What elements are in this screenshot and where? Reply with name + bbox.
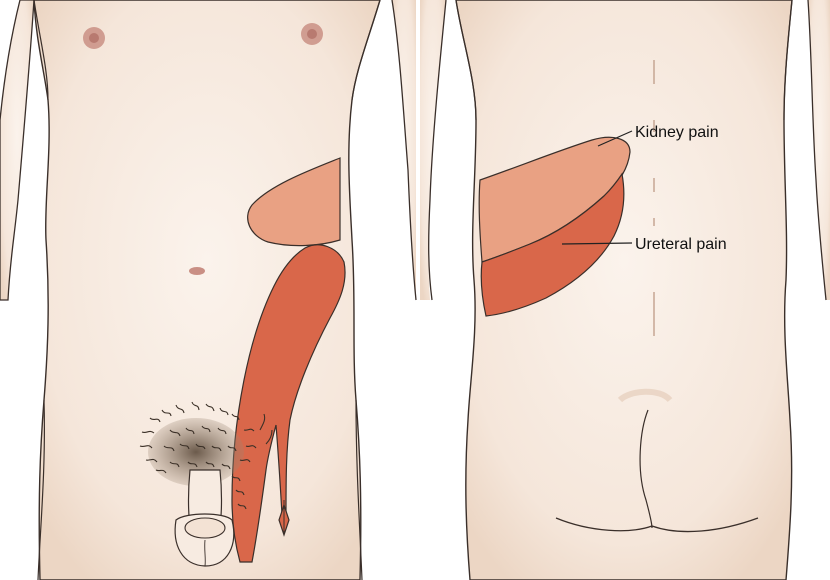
back-right-arm [808, 0, 830, 300]
back-view: Kidney pain Ureteral pain [420, 0, 830, 580]
front-view [0, 0, 416, 580]
front-left-arm [0, 0, 34, 300]
navel [189, 267, 205, 275]
ureteral-pain-label: Ureteral pain [635, 236, 727, 253]
kidney-pain-label: Kidney pain [635, 124, 719, 141]
